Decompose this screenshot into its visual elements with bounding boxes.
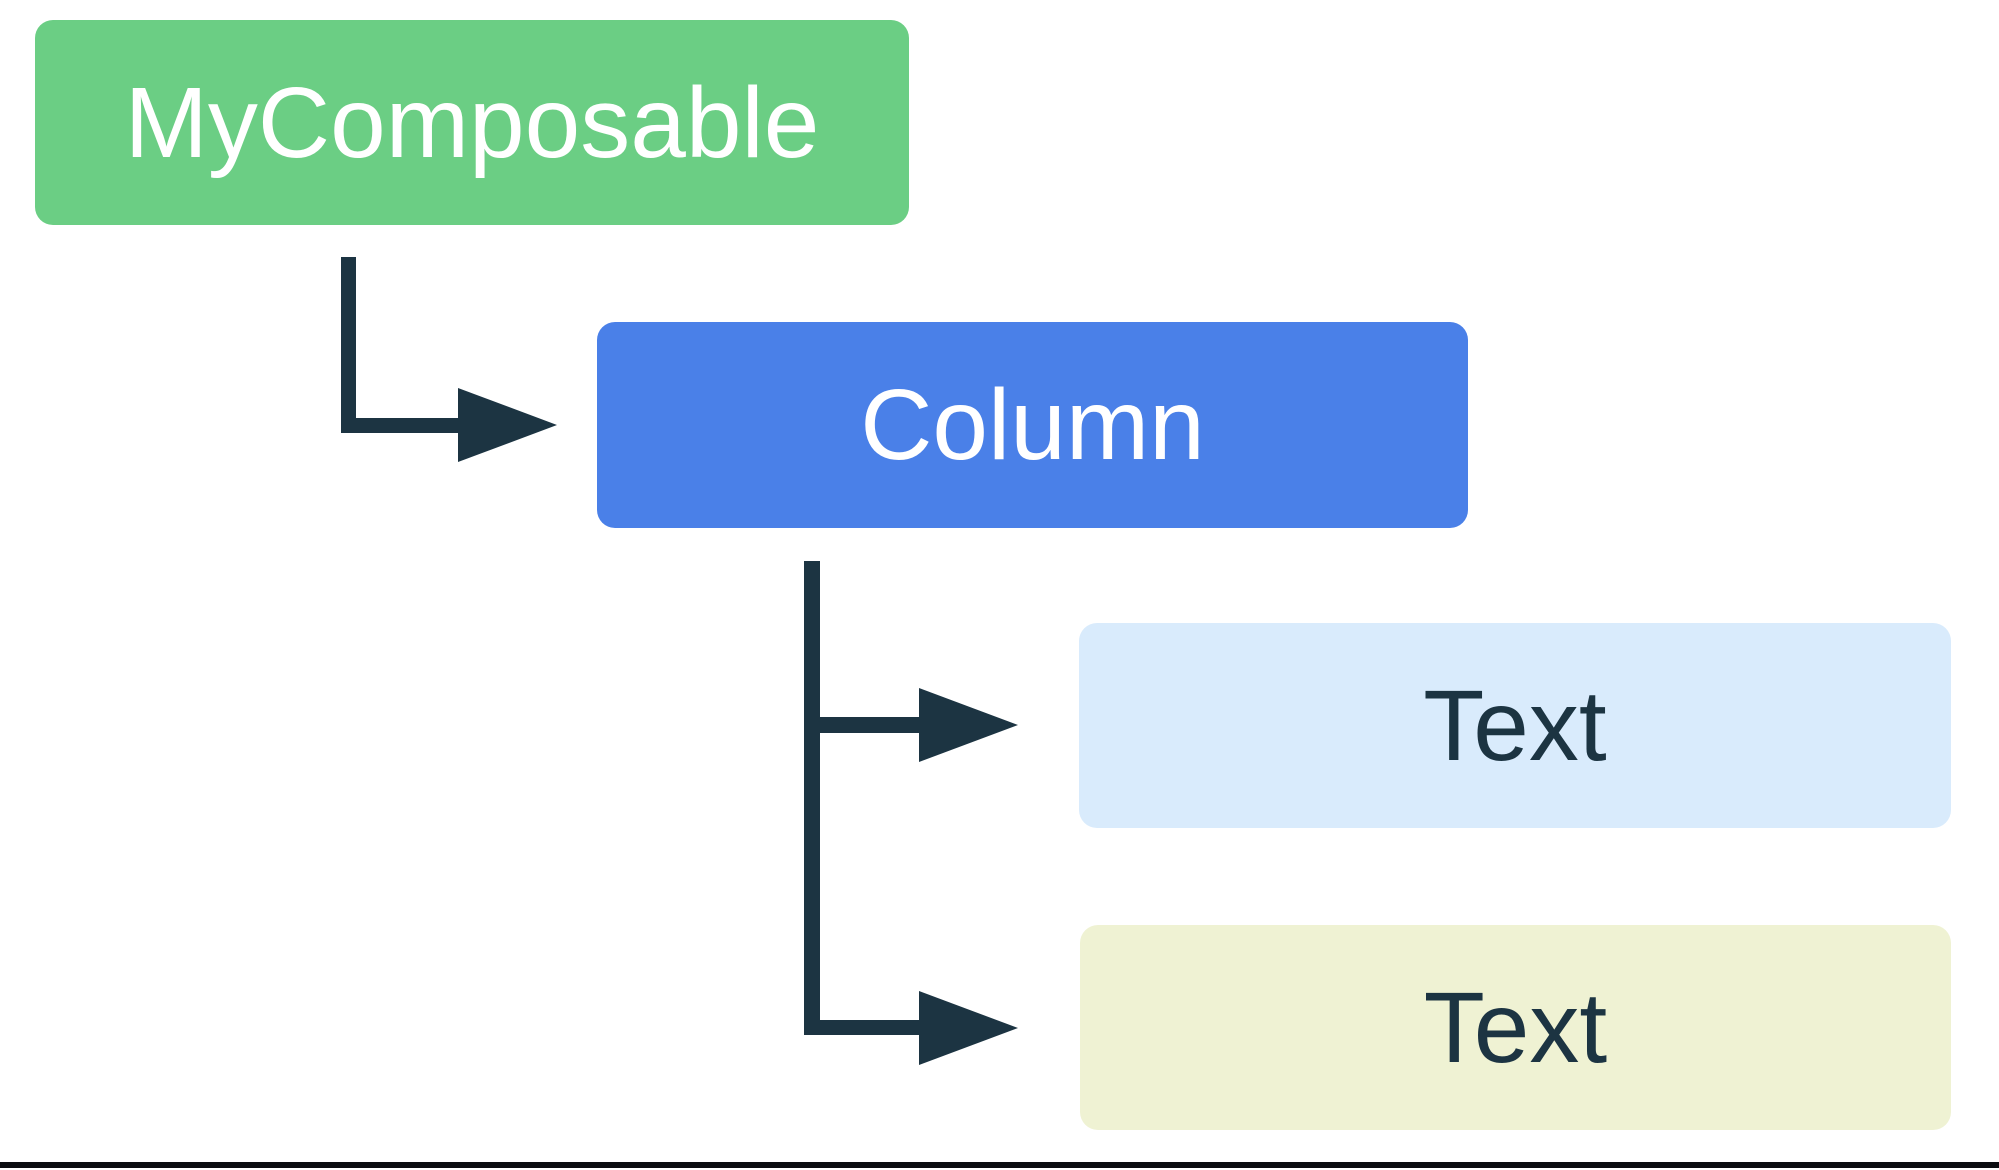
arrowhead-icon (919, 688, 1018, 762)
node-column: Column (597, 322, 1468, 528)
node-mycomposable: MyComposable (35, 20, 909, 225)
arrowhead-icon (919, 991, 1018, 1065)
node-text-first: Text (1079, 623, 1951, 828)
arrowhead-icon (458, 388, 557, 462)
bottom-edge-rule (0, 1162, 1999, 1168)
arrow-column-to-text1-horizontal (804, 717, 920, 733)
arrow-column-to-text2-horizontal (804, 1020, 920, 1035)
arrow-column-trunk-vertical (804, 561, 820, 1035)
node-text-second: Text (1080, 925, 1951, 1130)
arrow-mycomposable-to-column-horizontal (341, 418, 459, 433)
arrow-mycomposable-to-column-vertical (341, 257, 356, 433)
